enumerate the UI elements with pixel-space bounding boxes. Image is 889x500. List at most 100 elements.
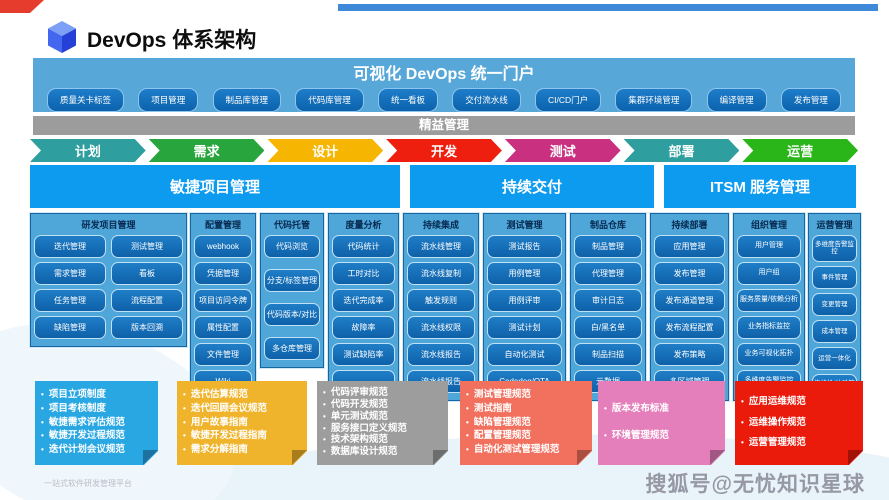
note-item-label: 自动化测试管理规范 — [473, 444, 560, 456]
watermark-text: 搜狐号@无忧知识星球 — [645, 473, 865, 496]
bullet-icon: • — [41, 445, 44, 455]
note-item-label: 项目考核制度 — [48, 402, 106, 414]
note-item: •自动化测试管理规范 — [466, 445, 588, 456]
note-item-label: 配置管理规范 — [473, 430, 531, 442]
section-header-agile-project: 敏捷项目管理 — [30, 165, 400, 208]
module-column: 研发项目管理迭代管理测试管理需求管理看板任务管理流程配置缺陷管理版本回溯 — [30, 213, 187, 347]
module-chip: 代理管理 — [574, 262, 642, 285]
note-item-label: 数据库设计规范 — [330, 446, 398, 458]
portal-button: 制品库管理 — [212, 88, 282, 112]
portal-button: 代码库管理 — [295, 88, 364, 112]
bullet-icon: • — [466, 431, 469, 441]
corner-ribbon-decoration — [0, 0, 44, 13]
note-box: •应用运维规范•运维操作规范•运营管理规范 — [735, 381, 863, 465]
note-item-label: 测试管理规范 — [473, 389, 531, 401]
note-item: •迭代回顾会议规范 — [183, 404, 303, 415]
module-chip: 事件管理 — [812, 265, 857, 289]
note-item: •代码评审规范 — [323, 388, 444, 399]
process-arrow: 设计 — [267, 139, 383, 162]
module-chip: 发布管理 — [654, 262, 725, 285]
module-chip: 凭据管理 — [194, 262, 252, 285]
cube-logo-icon — [46, 20, 78, 54]
module-column-header: 度量分析 — [345, 220, 382, 230]
module-chip: 故障率 — [332, 316, 395, 339]
module-chip: 工时对比 — [332, 262, 395, 285]
module-column-header: 运营管理 — [816, 220, 853, 230]
module-chip: 测试计划 — [487, 316, 562, 339]
note-item-label: 技术架构规范 — [330, 434, 388, 446]
lean-management-bar: 精益管理 — [33, 116, 855, 135]
note-item: •用户故事指南 — [183, 418, 303, 429]
note-item: •技术架构规范 — [323, 435, 444, 446]
module-column-header: 研发项目管理 — [81, 220, 136, 230]
module-chip: 代码版本/对比 — [264, 303, 320, 326]
note-item: •测试指南 — [466, 404, 588, 415]
module-chip: 触发规则 — [407, 289, 475, 312]
module-chip: 用户组 — [737, 262, 801, 285]
process-arrow: 运营 — [742, 139, 858, 162]
note-item-label: 用户故事指南 — [190, 416, 248, 428]
note-item-label: 迭代回顾会议规范 — [190, 402, 267, 414]
module-chip: 成本管理 — [812, 319, 857, 343]
bullet-icon: • — [741, 417, 744, 427]
note-item-label: 运维操作规范 — [748, 416, 806, 428]
module-chip: 用例管理 — [487, 262, 562, 285]
note-item: • 配置管理规范 — [466, 431, 588, 442]
module-chip: 多仓库管理 — [264, 337, 320, 360]
note-item-label: 代码开发规范 — [330, 398, 388, 410]
bullet-icon: • — [183, 445, 186, 455]
module-chip: 运营一体化 — [812, 346, 857, 370]
bullet-icon: • — [323, 411, 326, 421]
note-item-label: 单元测试规范 — [330, 410, 388, 422]
module-chip: 用例评审 — [487, 289, 562, 312]
module-column: 配置管理webhook凭据管理项目访问令牌属性配置文件管理Wiki — [190, 213, 256, 401]
portal-button: 统一看板 — [378, 88, 439, 112]
note-item-label: 运营管理规范 — [748, 437, 806, 449]
module-chip: 测试管理 — [111, 235, 183, 258]
bullet-icon: • — [183, 431, 186, 441]
module-column: 测试管理测试报告用例管理用例评审测试计划自动化测试Codedog/QTA — [483, 213, 566, 401]
module-chip: 迭代完成率 — [332, 289, 395, 312]
module-column: 持续部署应用管理发布管理发布通道管理发布流程配置发布策略多区域管理 — [650, 213, 729, 401]
module-chip: 项目访问令牌 — [194, 289, 252, 312]
module-chip: 测试报告 — [487, 235, 562, 258]
section-header-continuous-delivery: 持续交付 — [410, 165, 654, 208]
page-title: DevOps 体系架构 — [87, 29, 257, 52]
note-box: •代码评审规范•代码开发规范•单元测试规范•服务接口定义规范•技术架构规范•数据… — [317, 381, 448, 465]
module-chip: 制品管理 — [574, 235, 642, 258]
note-item: •环境管理规范 — [604, 431, 721, 442]
module-column: 运营管理多维度告警监控事件管理变更管理成本管理运营一体化连续性/体验管理 — [808, 213, 861, 409]
module-column-header: 持续集成 — [422, 220, 459, 230]
note-item: • 运维操作规范 — [741, 418, 859, 429]
bullet-icon: • — [466, 417, 469, 427]
note-item: •测试管理规范 — [466, 390, 588, 401]
module-chip: 流程配置 — [111, 289, 183, 312]
bullet-icon: • — [741, 397, 744, 407]
module-column: 持续集成流水线管理流水线复制触发规则流水线权限流水线报告流水线报告 — [403, 213, 479, 401]
note-item: •敏捷开发过程指南 — [183, 431, 303, 442]
note-item: • 缺陷管理规范 — [466, 418, 588, 429]
module-chip: 代码浏览 — [264, 235, 320, 258]
module-chip: 服务质量/依赖分析 — [737, 289, 801, 312]
process-arrow: 计划 — [30, 139, 146, 162]
note-item: •版本发布标准 — [604, 404, 721, 415]
note-item-label: 迭代估算规范 — [190, 389, 248, 401]
bullet-icon: • — [41, 431, 44, 441]
note-item: •项目立项制度 — [41, 390, 154, 401]
module-chip: webhook — [194, 235, 252, 258]
module-chip: 审计日志 — [574, 289, 642, 312]
note-item-label: 缺陷管理规范 — [473, 416, 531, 428]
bullet-icon: • — [604, 403, 607, 413]
module-chip: 测试缺陷率 — [332, 343, 395, 366]
module-chip: 发布通道管理 — [654, 289, 725, 312]
module-chip: 用户管理 — [737, 235, 801, 258]
module-column-header: 制品仓库 — [589, 220, 626, 230]
note-item: •应用运维规范 — [741, 397, 859, 408]
portal-button: 质量关卡标签 — [47, 88, 125, 112]
module-chip: 变更管理 — [812, 292, 857, 316]
bullet-icon: • — [604, 431, 607, 441]
note-item: •项目考核制度 — [41, 404, 154, 415]
portal-panel: 可视化 DevOps 统一门户 质量关卡标签项目管理制品库管理代码库管理统一看板… — [33, 58, 855, 112]
